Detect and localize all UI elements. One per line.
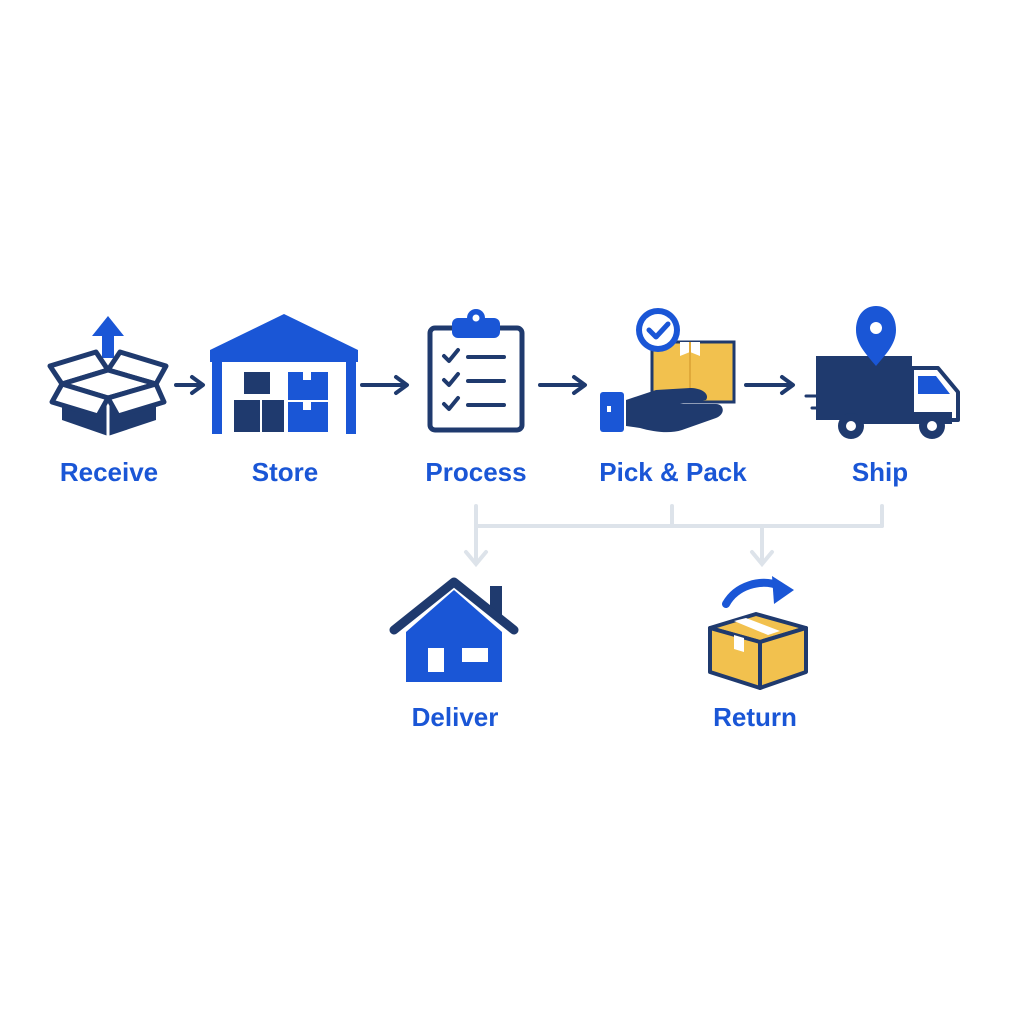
hand-holding-box-check-icon xyxy=(600,308,736,433)
box-return-arrow-icon xyxy=(708,576,808,690)
outcome-label-return: Return xyxy=(713,702,797,732)
flow-arrow-receive-store xyxy=(174,375,205,395)
house-icon xyxy=(389,577,519,682)
open-box-upload-icon xyxy=(47,316,169,436)
warehouse-icon xyxy=(210,314,358,434)
flow-arrow-process-pickpack xyxy=(538,375,587,395)
branch-connector xyxy=(464,504,884,568)
step-label-store: Store xyxy=(251,457,319,487)
delivery-truck-location-icon xyxy=(804,306,960,439)
step-label-pick-pack: Pick & Pack xyxy=(599,457,747,487)
clipboard-checklist-icon xyxy=(427,309,525,433)
step-label-process: Process xyxy=(425,457,527,487)
outcome-label-deliver: Deliver xyxy=(411,702,499,732)
flow-arrow-pickpack-ship xyxy=(744,375,795,395)
flow-arrow-store-process xyxy=(360,375,409,395)
step-label-ship: Ship xyxy=(851,457,909,487)
step-label-receive: Receive xyxy=(59,457,159,487)
